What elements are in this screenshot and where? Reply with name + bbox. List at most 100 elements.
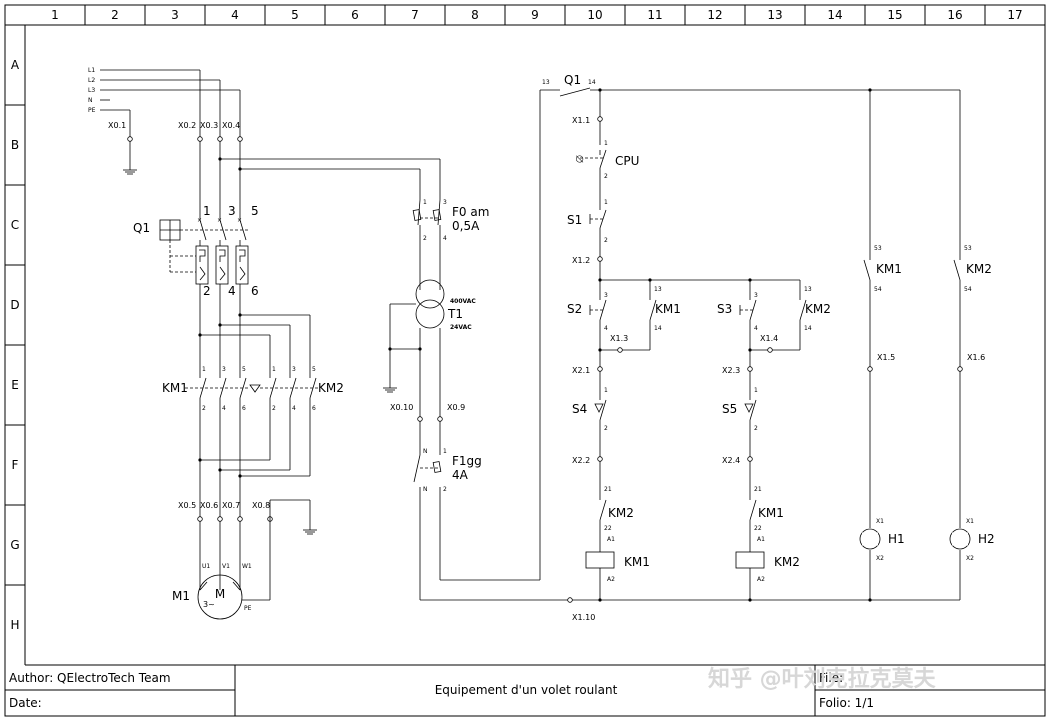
line-l2-label: L2 <box>88 77 95 84</box>
limit-switch-s4: S4 1 2 <box>572 387 608 432</box>
km1-hold-pin-14: 14 <box>654 325 662 332</box>
s5-pin-2: 2 <box>754 425 758 432</box>
s2-pin-3: 3 <box>604 292 608 299</box>
km1-interlock-contact: KM1 21 22 <box>749 486 784 532</box>
column-label: 16 <box>947 8 962 22</box>
lamp-h1: H1 X1 X2 <box>859 518 905 562</box>
h1-pin-x1: X1 <box>876 518 884 525</box>
f1-pin-n-top: N <box>423 448 428 455</box>
f1-pin-1: 1 <box>443 448 447 455</box>
breaker-q1: Q1 ××× 1 3 5 2 4 6 <box>133 204 259 298</box>
column-label: 4 <box>231 8 239 22</box>
column-label: 10 <box>587 8 602 22</box>
power-circuit: L1 L2 L3 N PE X0.1 X0.2 X0.3 X0.4 <box>88 67 960 620</box>
km1-pin-6: 6 <box>242 405 246 412</box>
km1-pin-3: 3 <box>222 366 226 373</box>
motor-symbol: M <box>215 587 225 601</box>
motor-phase: 3~ <box>203 600 215 609</box>
s4-label: S4 <box>572 402 587 416</box>
ground-symbol-transformer <box>383 387 397 393</box>
breaker-x-icon: × <box>217 217 222 224</box>
motor-term-w1: W1 <box>242 563 252 570</box>
breaker-trip-block <box>215 245 229 285</box>
km2-main-label: KM2 <box>318 381 344 395</box>
km1-sig-pin-53: 53 <box>874 245 882 252</box>
motor-term-u1: U1 <box>202 563 210 570</box>
column-label: 14 <box>827 8 842 22</box>
folio-label: Folio: 1/1 <box>819 696 874 710</box>
limit-switch-s5: S5 1 2 <box>722 387 758 432</box>
terminal-x0-7: X0.7 <box>222 501 240 510</box>
cpu-contact: ⍉ 1 2 CPU <box>576 140 639 196</box>
s1-label: S1 <box>567 213 582 227</box>
breaker-trip-block <box>235 245 249 285</box>
terminal-x0-10: X0.10 <box>390 403 413 412</box>
column-label: 13 <box>767 8 782 22</box>
km2-sig-pin-54: 54 <box>964 286 972 293</box>
q1-aux-pin-14: 14 <box>588 79 596 86</box>
f0-pin-4: 4 <box>443 235 447 242</box>
f1-label: F1gg <box>452 454 482 468</box>
coil-km1-a2: A2 <box>607 576 615 583</box>
km1-main-label: KM1 <box>162 381 188 395</box>
breaker-x-icon: × <box>197 217 202 224</box>
line-pe-label: PE <box>88 107 96 114</box>
terminal-x0-5: X0.5 <box>178 501 196 510</box>
f1-pin-n-bottom: N <box>423 486 428 493</box>
fuse-f0: 1 3 2 4 F0 am 0,5A <box>412 199 489 290</box>
terminal-x1-5: X1.5 <box>877 353 895 362</box>
km1-hold-contact: KM1 13 14 <box>649 286 681 332</box>
cpu-symbol-icon: ⍉ <box>576 152 584 166</box>
s3-label: S3 <box>717 302 732 316</box>
row-label: H <box>10 618 19 632</box>
row-label: E <box>11 378 19 392</box>
cpu-pin-1: 1 <box>604 140 608 147</box>
column-label: 6 <box>351 8 359 22</box>
s4-pin-1: 1 <box>604 387 608 394</box>
q1-pin-6: 6 <box>251 284 259 298</box>
terminal-x1-3: X1.3 <box>610 334 628 343</box>
s3-pin-4: 4 <box>754 325 758 332</box>
row-label: A <box>11 58 20 72</box>
terminal-x0-3: X0.3 <box>200 121 218 130</box>
author-label: Author: QElectroTech Team <box>9 671 171 685</box>
s5-pin-1: 1 <box>754 387 758 394</box>
row-label: G <box>10 538 19 552</box>
stop-button-s1: S1 1 2 <box>567 196 608 280</box>
coil-km2: KM2 A1 A2 <box>735 536 800 583</box>
row-label: C <box>11 218 19 232</box>
q1-pin-1: 1 <box>203 204 211 218</box>
km2-int-pin-21: 21 <box>604 486 612 493</box>
breaker-x-icon: × <box>237 217 242 224</box>
fuse-f1: N 1 N 2 F1gg 4A <box>413 448 482 493</box>
row-label: F <box>12 458 19 472</box>
terminal-x2-4: X2.4 <box>722 456 740 465</box>
terminal-x0-4: X0.4 <box>222 121 240 130</box>
h2-pin-x1: X1 <box>966 518 974 525</box>
terminal-x1-6: X1.6 <box>967 353 985 362</box>
contactor-km1-main: KM1 1 3 5 2 4 6 <box>162 366 246 412</box>
km2-sig-pin-53: 53 <box>964 245 972 252</box>
km2-pin-3: 3 <box>292 366 296 373</box>
column-label: 2 <box>111 8 119 22</box>
file-label: File: <box>819 671 843 685</box>
push-button-s2: S2 3 4 <box>567 292 608 332</box>
q1-pin-4: 4 <box>228 284 236 298</box>
watermark-text: 知乎 @叶刘克拉克莫夫 <box>708 666 937 692</box>
coil-km1: KM1 A1 A2 <box>585 536 650 583</box>
q1-aux-pin-13: 13 <box>542 79 550 86</box>
column-label: 8 <box>471 8 479 22</box>
line-l3-label: L3 <box>88 87 95 94</box>
km2-signal-contact: KM2 53 54 <box>953 245 992 293</box>
km1-pin-5: 5 <box>242 366 246 373</box>
km1-pin-4: 4 <box>222 405 226 412</box>
terminal-x0-2: X0.2 <box>178 121 196 130</box>
row-label: D <box>10 298 19 312</box>
q1-aux-label: Q1 <box>564 73 581 87</box>
h2-pin-x2: X2 <box>966 555 974 562</box>
km1-hold-label: KM1 <box>655 302 681 316</box>
terminal-x2-1: X2.1 <box>572 366 590 375</box>
km2-pin-1: 1 <box>272 366 276 373</box>
f0-label: F0 am <box>452 205 489 219</box>
